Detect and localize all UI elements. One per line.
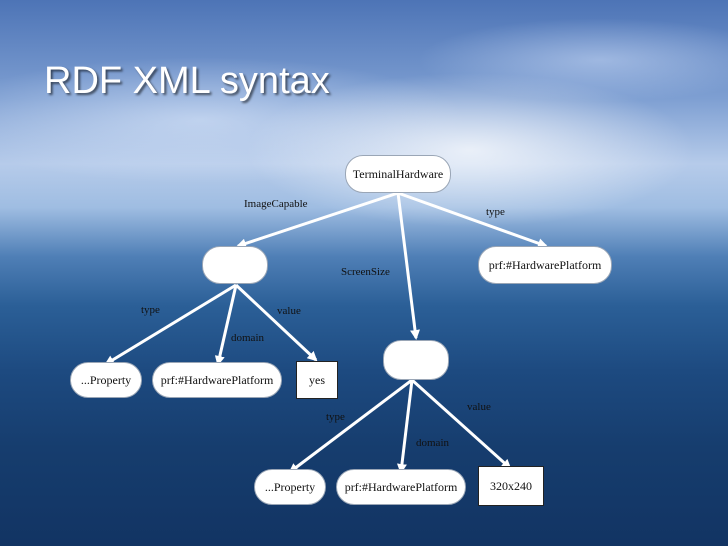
label-value-right: value <box>467 401 491 413</box>
edge-type-left <box>104 283 237 366</box>
node-screen-value: 320x240 <box>478 466 544 506</box>
edge-type-right <box>288 378 413 474</box>
label-domain-left: domain <box>231 332 264 344</box>
node-terminal-hardware: TerminalHardware <box>345 155 451 193</box>
node-property-right: ...Property <box>254 469 326 505</box>
node-property-left: ...Property <box>70 362 142 398</box>
edge-value-right <box>410 378 512 470</box>
label-type-top: type <box>486 206 505 218</box>
edge-domain-left <box>214 284 238 366</box>
edge-type-top <box>397 191 548 249</box>
label-domain-right: domain <box>416 437 449 449</box>
edge-image-capable <box>236 191 399 249</box>
node-hardware-platform-top: prf:#HardwarePlatform <box>478 246 612 284</box>
label-type-left: type <box>141 304 160 316</box>
slide-title: RDF XML syntax <box>44 60 330 102</box>
edge-domain-right <box>396 379 414 474</box>
node-hardware-platform-right: prf:#HardwarePlatform <box>336 469 466 505</box>
label-type-right: type <box>326 411 345 423</box>
label-screen-size: ScreenSize <box>341 266 390 278</box>
label-image-capable: ImageCapable <box>244 198 308 210</box>
node-blank-left <box>202 246 268 284</box>
edge-screen-size <box>396 192 420 340</box>
edge-value-left <box>234 283 318 362</box>
label-value-left: value <box>277 305 301 317</box>
node-blank-right <box>383 340 449 380</box>
node-yes: yes <box>296 361 338 399</box>
node-hardware-platform-left: prf:#HardwarePlatform <box>152 362 282 398</box>
